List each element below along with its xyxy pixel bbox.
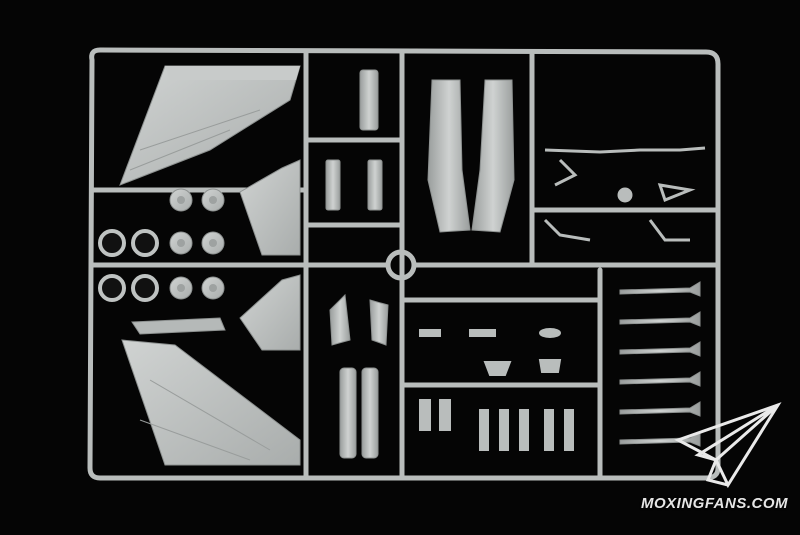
wing-lower — [121, 339, 301, 466]
tail-fin-lower — [239, 274, 301, 351]
paper-plane-icon — [674, 402, 782, 489]
flap-strip — [131, 317, 226, 335]
missiles — [619, 281, 701, 447]
intake-parts — [325, 69, 389, 459]
fuselage-halves — [427, 79, 515, 233]
wing-upper — [119, 65, 301, 186]
small-parts-upper-right — [543, 146, 706, 242]
wheels — [98, 188, 225, 302]
watermark-text: MOXINGFANS.COM — [640, 495, 788, 512]
center-ring — [385, 249, 417, 281]
tail-fin-upper — [239, 159, 301, 256]
small-parts-lower — [419, 328, 574, 451]
